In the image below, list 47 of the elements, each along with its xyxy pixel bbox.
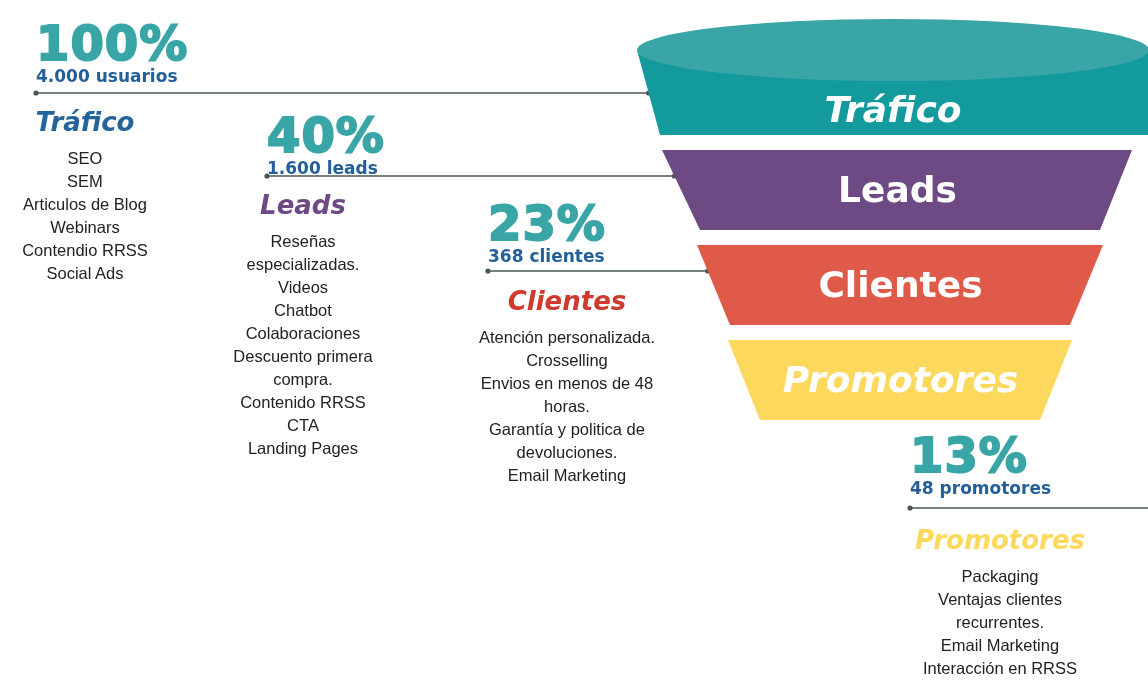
funnel-band [662,150,1133,231]
count-text: 368 clientes [488,246,605,266]
band-label: Promotores [782,358,1019,402]
column-heading: Promotores [914,524,1086,557]
leader-line [264,173,677,179]
column-heading: Tráfico [35,106,135,139]
count-text: 4.000 usuarios [36,66,178,86]
list-item: Social Ads [46,263,124,284]
column-heading: Clientes [507,285,627,318]
list-item: Descuento primera compra. [232,346,374,390]
list-item: Email Marketing [507,465,627,486]
leader-line [485,268,711,274]
band-label: Clientes [818,263,983,307]
leader-line [907,505,1148,511]
list-item: Landing Pages [247,438,359,459]
percentage-value: 13% [910,432,1028,478]
list-item: Envios en menos de 48 horas. [479,373,655,417]
column-heading: Leads [260,189,346,222]
list-item: Packaging [961,566,1039,587]
funnel-band [728,340,1073,421]
list-item: Webinars [50,217,120,238]
list-item: SEM [67,171,103,192]
list-item: Videos [277,277,329,298]
percentage-value: 23% [488,200,606,246]
list-item: Contenido RRSS [240,392,366,413]
funnel-band [697,245,1104,326]
list-item: Crosselling [526,350,608,371]
leader-line [33,90,652,96]
list-item: Articulos de Blog [23,194,147,215]
funnel-band [637,18,1148,136]
band-label: Leads [838,168,957,212]
list-item: Atención personalizada. [478,327,656,348]
count-text: 48 promotores [910,478,1052,498]
list-item: Chatbot [274,300,332,321]
list-item: Contendio RRSS [22,240,148,261]
list-item: Email Marketing [940,635,1060,656]
list-item: Colaboraciones [245,323,361,344]
list-item: Interacción en RRSS [922,658,1078,679]
list-item: Reseñas especializadas. [245,231,361,275]
band-label: Tráfico [824,88,962,132]
percentage-value: 40% [267,112,385,158]
count-text: 1.600 leads [267,158,378,178]
percentage-value: 100% [36,20,189,66]
list-item: CTA [287,415,319,436]
list-item: Garantía y politica de devoluciones. [488,419,646,463]
list-item: Ventajas clientes recurrentes. [937,589,1063,633]
list-item: SEO [67,148,103,169]
